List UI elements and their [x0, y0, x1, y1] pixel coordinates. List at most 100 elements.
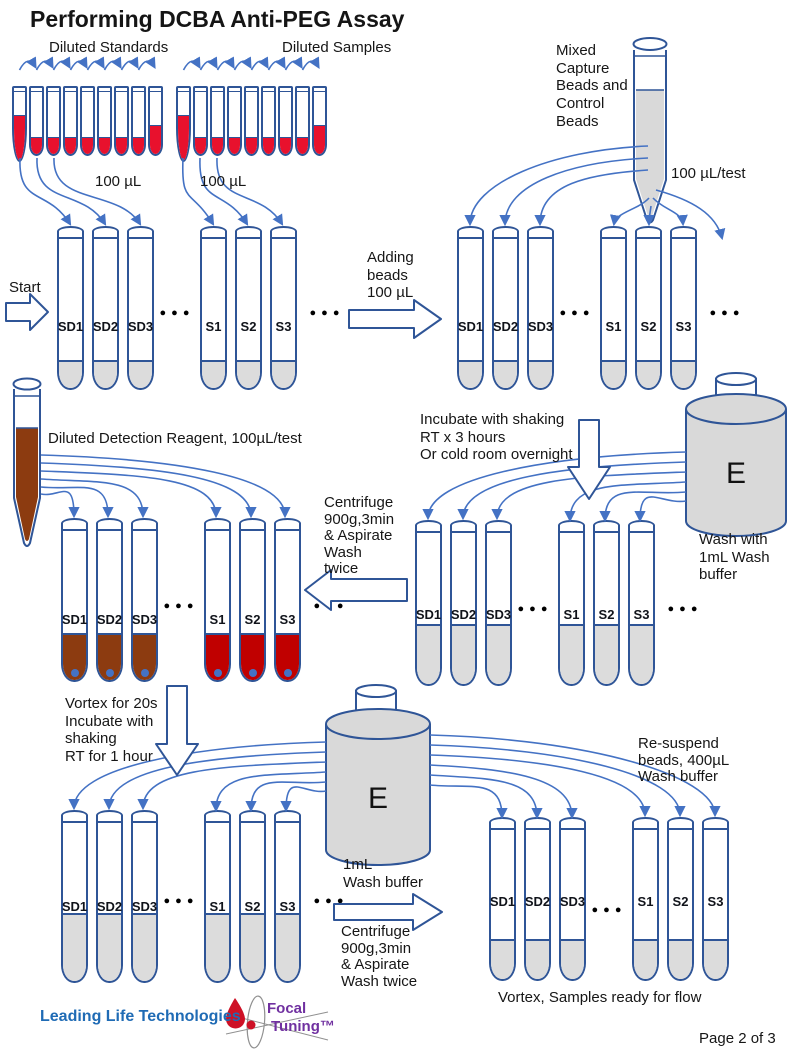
tube-body	[559, 822, 586, 981]
tube-body	[61, 815, 88, 983]
bead-dot	[70, 669, 79, 677]
small-tube-fill	[31, 137, 42, 154]
tube-collar	[272, 237, 295, 239]
tube-body	[57, 231, 84, 390]
page-title: Performing DCBA Anti-PEG Assay	[30, 6, 405, 32]
tube-fill	[59, 360, 82, 388]
tube-collar	[129, 237, 152, 239]
tube-fill	[494, 360, 517, 388]
ellipsis-dots: ●●●	[159, 307, 195, 319]
tube-collar	[452, 531, 475, 533]
small-tube-fill	[82, 137, 93, 154]
small-tube	[80, 86, 95, 156]
tube-sd1: SD1	[489, 817, 516, 981]
small-tube-fill	[195, 137, 206, 154]
tube-collar	[561, 828, 584, 830]
tube-collar	[417, 531, 440, 533]
small-tube	[312, 86, 327, 156]
tube-collar	[133, 821, 156, 823]
small-tube	[278, 86, 293, 156]
tube-fill	[487, 624, 510, 684]
bead-dot	[213, 669, 222, 677]
small-tube-fill	[314, 125, 325, 154]
tube-body	[92, 231, 119, 390]
label-detection-reagent: Diluted Detection Reagent, 100µL/test	[48, 430, 302, 447]
label-wash-with-buffer: Wash with 1mL Wash buffer	[699, 531, 770, 584]
small-tube-fill	[116, 137, 127, 154]
bead-dot	[283, 669, 292, 677]
tube-fill	[133, 633, 156, 680]
tube-body	[489, 822, 516, 981]
tube-body	[274, 815, 301, 983]
tube-sd2: SD2	[92, 226, 119, 390]
small-tube-fill	[150, 125, 161, 154]
small-tube-fill	[246, 137, 257, 154]
small-tube	[29, 86, 44, 156]
tube-label: SD2	[524, 894, 551, 909]
tube-collar	[459, 237, 482, 239]
tube-body	[527, 231, 554, 390]
tube-fill	[417, 624, 440, 684]
tube-label: S2	[640, 319, 657, 334]
tube-fill	[272, 360, 295, 388]
tube-collar	[241, 821, 264, 823]
small-tube	[227, 86, 242, 156]
small-tube	[114, 86, 129, 156]
tube-body	[235, 231, 262, 390]
tube-s3: S3	[270, 226, 297, 390]
tube-fill	[241, 913, 264, 981]
tube-fill	[237, 360, 260, 388]
small-tube	[193, 86, 208, 156]
tube-collar	[206, 529, 229, 531]
tube-collar	[63, 821, 86, 823]
tube-label: S1	[563, 607, 580, 622]
tube-collar	[595, 531, 618, 533]
tube-sd1: SD1	[61, 810, 88, 983]
tube-s1: S1	[204, 810, 231, 983]
ellipsis-dots: ●●●	[559, 307, 595, 319]
small-tube-fill	[133, 137, 144, 154]
tube-body	[200, 231, 227, 390]
label-diluted-samples: Diluted Samples	[282, 39, 392, 56]
tube-label: S3	[707, 894, 724, 909]
tube-fill	[529, 360, 552, 388]
tube-collar	[202, 237, 225, 239]
label-start: Start	[9, 279, 41, 296]
small-tube	[46, 86, 61, 156]
label-wash-1ml: 1mL Wash buffer	[343, 856, 424, 891]
ellipsis-dots: ●●●	[163, 600, 199, 612]
tube-label: S2	[672, 894, 689, 909]
tube-fill	[98, 913, 121, 981]
bottle-1-label: E	[726, 457, 747, 490]
tube-body	[457, 231, 484, 390]
lens-icon	[246, 995, 266, 1049]
tube-sd2: SD2	[96, 810, 123, 983]
tube-fill	[637, 360, 660, 388]
small-tube-fill	[263, 137, 274, 154]
tube-sd1: SD1	[415, 520, 442, 686]
tube-body	[131, 523, 158, 682]
label-centrifuge-1: Centrifuge 900g,3min & Aspirate Wash twi…	[324, 494, 395, 577]
bead-dot	[105, 669, 114, 677]
tube-fill	[206, 633, 229, 680]
tube-fill	[595, 624, 618, 684]
tube-label: S3	[279, 899, 296, 914]
tube-sd3: SD3	[527, 226, 554, 390]
tube-sd3: SD3	[131, 810, 158, 983]
tube-fill	[704, 939, 727, 979]
small-tube	[210, 86, 225, 156]
tube-sd3: SD3	[485, 520, 512, 686]
tube-body	[632, 822, 659, 981]
small-tube-fill	[280, 137, 291, 154]
label-centrifuge-2: Centrifuge 900g,3min & Aspirate Wash twi…	[341, 923, 418, 990]
ellipsis-dots: ●●●	[309, 307, 345, 319]
label-mixed-beads: Mixed Capture Beads and Control Beads	[556, 42, 628, 130]
tube-body	[628, 525, 655, 686]
tube-body	[635, 231, 662, 390]
tube-label: SD3	[527, 319, 554, 334]
small-tube-fill	[48, 137, 59, 154]
label-adding-beads: Adding beads 100 µL	[367, 249, 414, 302]
